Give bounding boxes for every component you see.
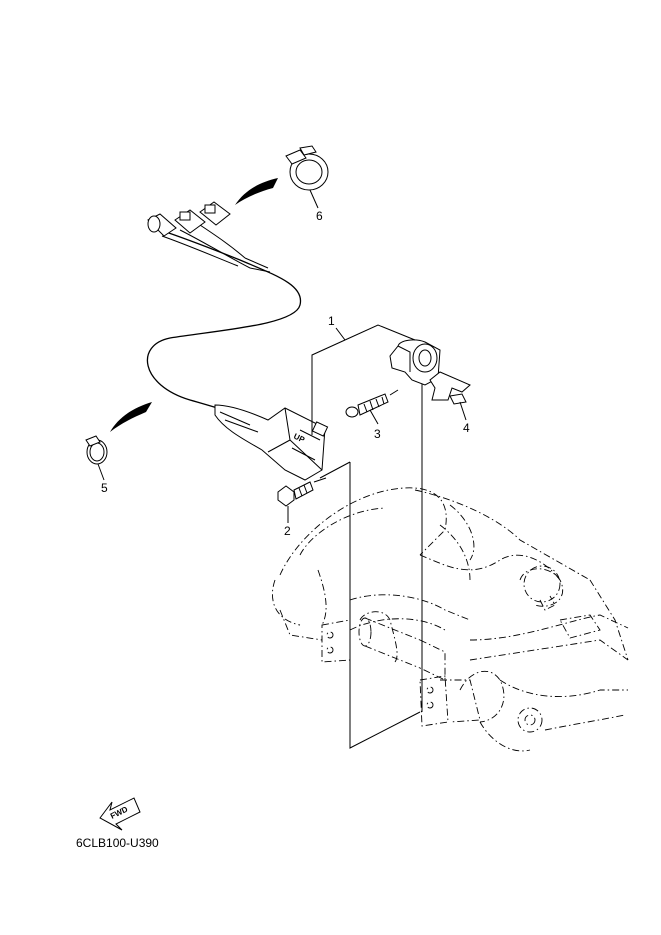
band-clamp-6 (285, 145, 329, 191)
install-arrow-left (110, 402, 152, 432)
sensor-lever (389, 339, 441, 386)
bolt-short (277, 477, 327, 507)
callout-3: 3 (374, 427, 381, 441)
callout-6: 6 (316, 209, 323, 223)
callout-leaders (97, 189, 467, 523)
bracket-plate (429, 371, 471, 405)
wire-harness (146, 224, 302, 423)
harness-coupler-small (147, 213, 177, 237)
callout-1: 1 (328, 314, 335, 328)
callout-5: 5 (101, 481, 108, 495)
harness-coupler-middle (174, 209, 206, 234)
screw-long (345, 389, 399, 418)
callout-2: 2 (284, 524, 291, 538)
part-code: 6CLB100-U390 (76, 836, 159, 850)
hose-clip-5 (85, 435, 108, 465)
leader-lines (319, 380, 423, 749)
fwd-arrow-icon: FWD (99, 797, 141, 831)
install-arrow-top (235, 178, 278, 205)
callout-4: 4 (463, 421, 470, 435)
bracket-assembly-outline (272, 487, 629, 752)
trim-sensor-assembly: UP (214, 404, 329, 481)
harness-coupler-top (199, 201, 231, 226)
